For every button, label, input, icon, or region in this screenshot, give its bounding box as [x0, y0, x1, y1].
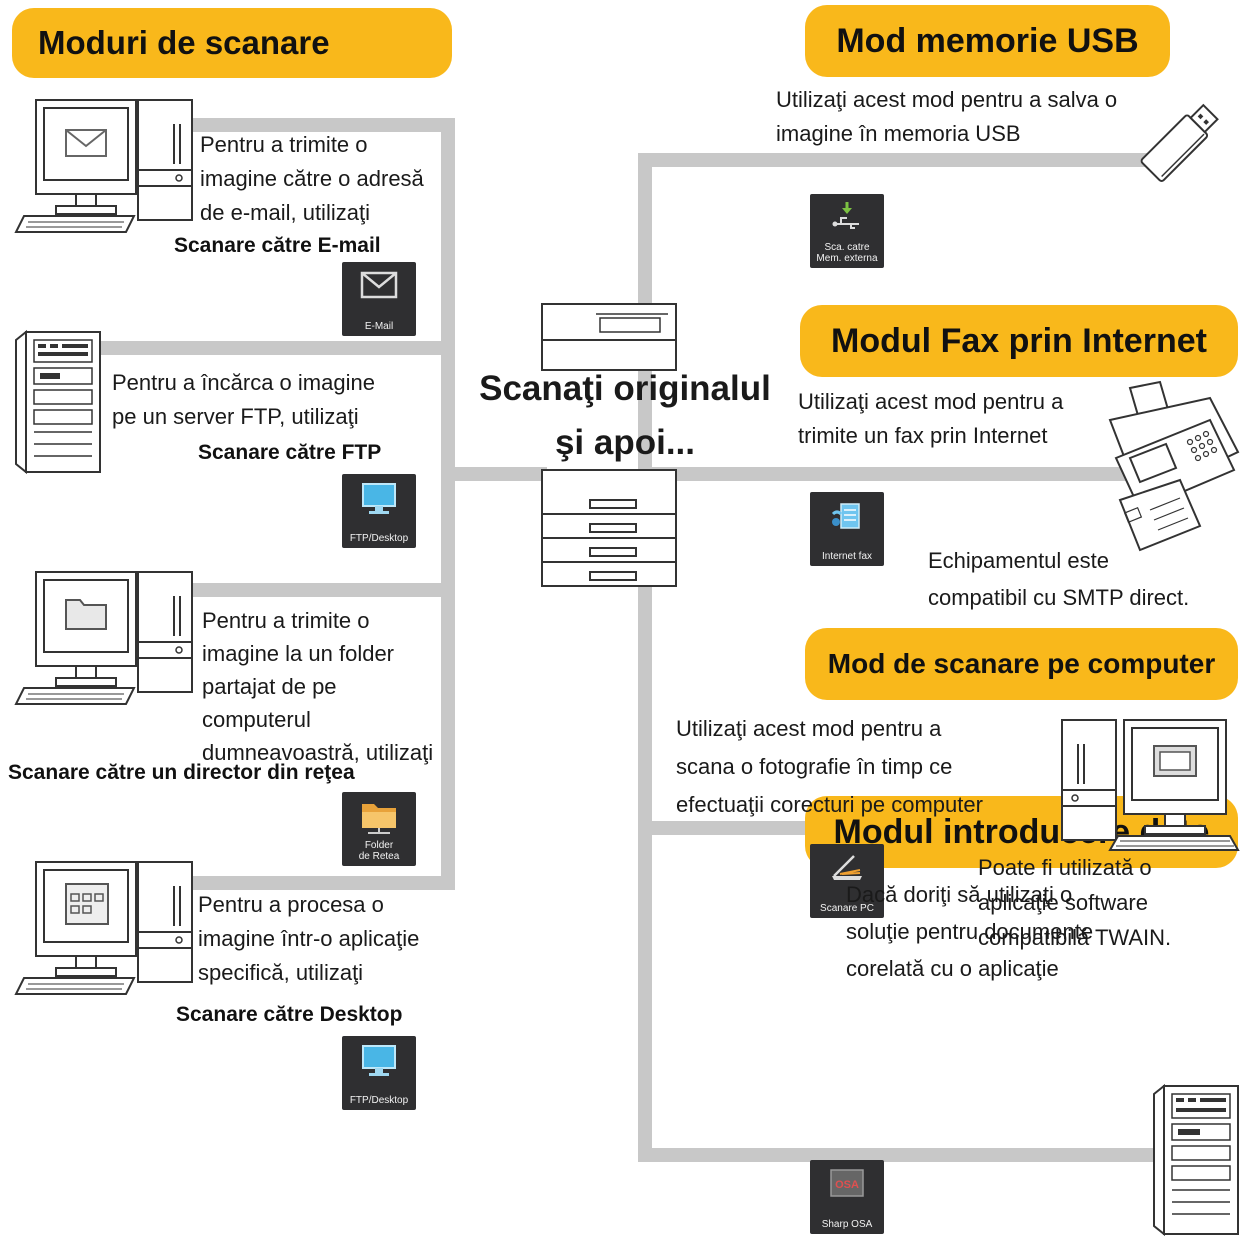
ifax-note-line: compatibil cu SMTP direct. [928, 585, 1190, 610]
pcscan-note-line: Poate fi utilizată o [978, 855, 1152, 880]
pcscan-note-line: aplicaţie software [978, 890, 1148, 915]
folder-desc-line: Pentru a trimite o [202, 608, 370, 633]
ifax-note: Echipamentul este compatibil cu SMTP dir… [928, 542, 1189, 616]
desktop-desc-line: specifică, utilizaţi [198, 960, 364, 985]
ifax-desc-line: Utilizaţi acest mod pentru a [798, 389, 1064, 414]
computer-desktop-icon [14, 861, 193, 995]
osa-icon: OSA [830, 1169, 864, 1197]
osa-button-caption: Sharp OSA [821, 1219, 873, 1230]
section-pc-scan-mode: Mod de scanare pe computer [805, 628, 1238, 700]
email-mode-label: Scanare către E-mail [174, 234, 381, 257]
envelope-icon [360, 271, 398, 299]
pcscan-desc-line: scana o fotografie în timp ce [676, 754, 953, 779]
pcscan-button-caption: Scanare PC [820, 903, 874, 914]
ftp-button-caption: FTP/Desktop [349, 533, 409, 544]
section-pc-scan-label: Mod de scanare pe computer [827, 648, 1216, 679]
ftp-desktop-button[interactable]: FTP/Desktop [342, 474, 416, 548]
folder-description: Pentru a trimite o imagine la un folder … [202, 604, 433, 769]
ftp-desc-line: Pentru a încărca o imagine [112, 370, 375, 395]
folder-mode-label: Scanare către un director din reţea [8, 761, 355, 784]
center-title: Scanaţi originalul şi apoi... [460, 362, 790, 470]
desktop-desc-line: Pentru a procesa o [198, 892, 384, 917]
ifax-note-line: Echipamentul este [928, 548, 1109, 573]
scanner-icon [832, 855, 862, 880]
ifax-button-caption: Internet fax [821, 551, 873, 562]
usb-icon [832, 202, 859, 229]
folder-desc-line: imagine la un folder [202, 641, 395, 666]
section-usb-mode: Mod memorie USB [805, 5, 1170, 77]
dataentry-desc-line: soluţie pentru documente [846, 919, 1094, 944]
caption-line: de Retea [358, 851, 400, 862]
folder-icon [362, 804, 396, 834]
folder-desc-line: computerul [202, 707, 311, 732]
computer-email-icon [14, 99, 193, 233]
usb-desc-line: Utilizaţi acest mod pentru a salva o [776, 87, 1118, 112]
monitor-icon [362, 1045, 396, 1076]
pcscan-desc-line: Utilizaţi acest mod pentru a [676, 716, 942, 741]
internet-fax-button[interactable]: Internet fax [810, 492, 884, 566]
section-internet-fax-mode: Modul Fax prin Internet [800, 305, 1238, 377]
section-scan-modes: Moduri de scanare [12, 8, 452, 78]
folder-desc-line: partajat de pe [202, 674, 337, 699]
dataentry-desc-line: corelată cu o aplicaţie [846, 956, 1059, 981]
folder-desc-line: dumneavoastră, utilizaţi [202, 740, 434, 765]
email-description: Pentru a trimite o imagine către o adres… [200, 128, 424, 230]
email-button[interactable]: E-Mail [342, 262, 416, 336]
pcscan-description: Utilizaţi acest mod pentru a scana o fot… [676, 710, 983, 824]
center-title-line2: şi apoi... [554, 423, 696, 462]
caption-line: Sca. catre [824, 242, 870, 253]
ftp-description: Pentru a încărca o imagine pe un server … [112, 366, 375, 434]
dataentry-description: Dacă doriţi să utilizaţi o soluţie pentr… [846, 876, 1093, 987]
computer-folder-icon [14, 571, 193, 705]
section-internet-fax-label: Modul Fax prin Internet [831, 321, 1207, 360]
usb-description: Utilizaţi acest mod pentru a salva o ima… [776, 83, 1117, 151]
ftp-desktop-button-2[interactable]: FTP/Desktop [342, 1036, 416, 1110]
printer-icon [541, 303, 677, 587]
email-desc-line: imagine către o adresă [200, 166, 424, 191]
svg-text:OSA: OSA [835, 1179, 859, 1191]
desktop-mode-label: Scanare către Desktop [176, 1003, 403, 1026]
pcscan-note: Poate fi utilizată o aplicaţie software … [978, 850, 1171, 955]
ifax-description: Utilizaţi acest mod pentru a trimite un … [798, 385, 1063, 453]
usb-desc-line: imagine în memoria USB [776, 121, 1021, 146]
pcscan-note-line: compatibilă TWAIN. [978, 925, 1172, 950]
section-scan-modes-label: Moduri de scanare [38, 24, 330, 61]
fax-machine-icon [1108, 380, 1240, 552]
desktop-button-caption: FTP/Desktop [349, 1095, 409, 1106]
computer-pcscan-icon [1061, 719, 1240, 851]
sharp-osa-button[interactable]: OSA Sharp OSA [810, 1160, 884, 1234]
internet-fax-icon [831, 503, 860, 529]
dataentry-desc-line: Dacă doriţi să utilizaţi o [846, 882, 1073, 907]
section-usb-mode-label: Mod memorie USB [836, 21, 1139, 60]
center-title-line1: Scanaţi originalul [479, 369, 771, 408]
pc-scan-button[interactable]: Scanare PC [810, 844, 884, 918]
email-desc-line: de e-mail, utilizaţi [200, 200, 370, 225]
monitor-icon [362, 483, 396, 514]
server-ftp-icon [15, 329, 101, 475]
ftp-desc-line: pe un server FTP, utilizaţi [112, 404, 359, 429]
ftp-mode-label: Scanare către FTP [198, 441, 382, 464]
server-osa-icon [1153, 1083, 1239, 1237]
email-desc-line: Pentru a trimite o [200, 132, 368, 157]
caption-line: Mem. externa [816, 253, 878, 264]
email-button-caption: E-Mail [364, 321, 394, 332]
ifax-desc-line: trimite un fax prin Internet [798, 423, 1048, 448]
desktop-desc-line: imagine într-o aplicaţie [198, 926, 420, 951]
desktop-description: Pentru a procesa o imagine într-o aplica… [198, 888, 419, 990]
pcscan-desc-line: efectuaţii corecturi pe computer [676, 792, 983, 817]
caption-line: Folder [364, 840, 394, 851]
usb-stick-icon [1140, 103, 1219, 182]
